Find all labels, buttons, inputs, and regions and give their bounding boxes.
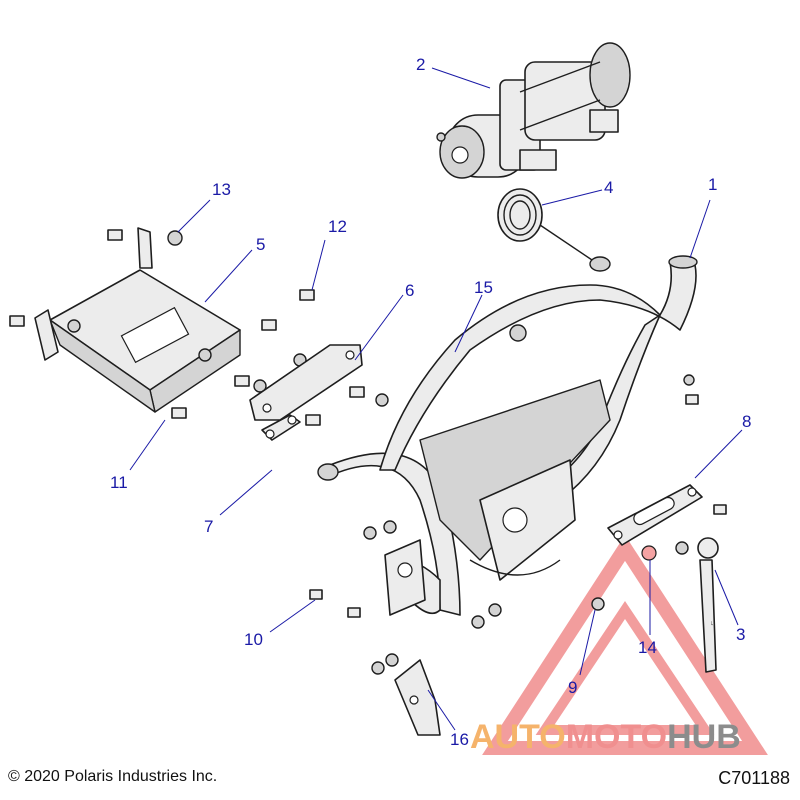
callout-8: 8 [742, 412, 751, 431]
callout-3: 3 [736, 625, 745, 644]
callout-14: 14 [638, 638, 657, 657]
fairlead-part [607, 484, 703, 546]
leader-lines [129, 67, 743, 731]
watermark-hub: HUB [667, 718, 741, 756]
winch-part [436, 42, 631, 179]
callout-11: 11 [110, 473, 128, 492]
callout-7: 7 [204, 517, 213, 536]
svg-text:→: → [708, 619, 716, 627]
drawing-id: C701188 [718, 768, 790, 788]
callout-10: 10 [244, 630, 263, 649]
watermark-auto: AUTO [470, 718, 566, 756]
callout-labels: 1 2 3 4 5 6 7 8 9 10 11 12 13 14 15 16 [110, 55, 751, 749]
mounting-plate-part [34, 227, 241, 413]
watermark-text: AUTOMOTOHUB [470, 718, 741, 756]
skid-plate-part [394, 659, 441, 736]
callout-12: 12 [328, 217, 347, 236]
link-strap-part [261, 414, 301, 441]
copyright-text: © 2020 Polaris Industries Inc. [8, 768, 218, 785]
hook-strap-part: → [697, 537, 719, 673]
callout-2: 2 [416, 55, 425, 74]
callout-15: 15 [474, 278, 493, 297]
callout-9: 9 [568, 678, 577, 697]
bracket-part [249, 344, 363, 421]
fasteners [9, 229, 727, 675]
callout-4: 4 [604, 178, 613, 197]
watermark-moto: MOTO [566, 718, 667, 756]
callout-5: 5 [256, 235, 265, 254]
winch-cable-part [497, 188, 611, 272]
svg-text:AUTOMOTOHUB: AUTOMOTOHUB [470, 718, 741, 756]
watermark-logo [482, 535, 768, 755]
callout-16: 16 [450, 730, 469, 749]
callout-13: 13 [212, 180, 231, 199]
callout-1: 1 [708, 175, 717, 194]
front-bumper-part [317, 255, 698, 616]
callout-6: 6 [405, 281, 414, 300]
